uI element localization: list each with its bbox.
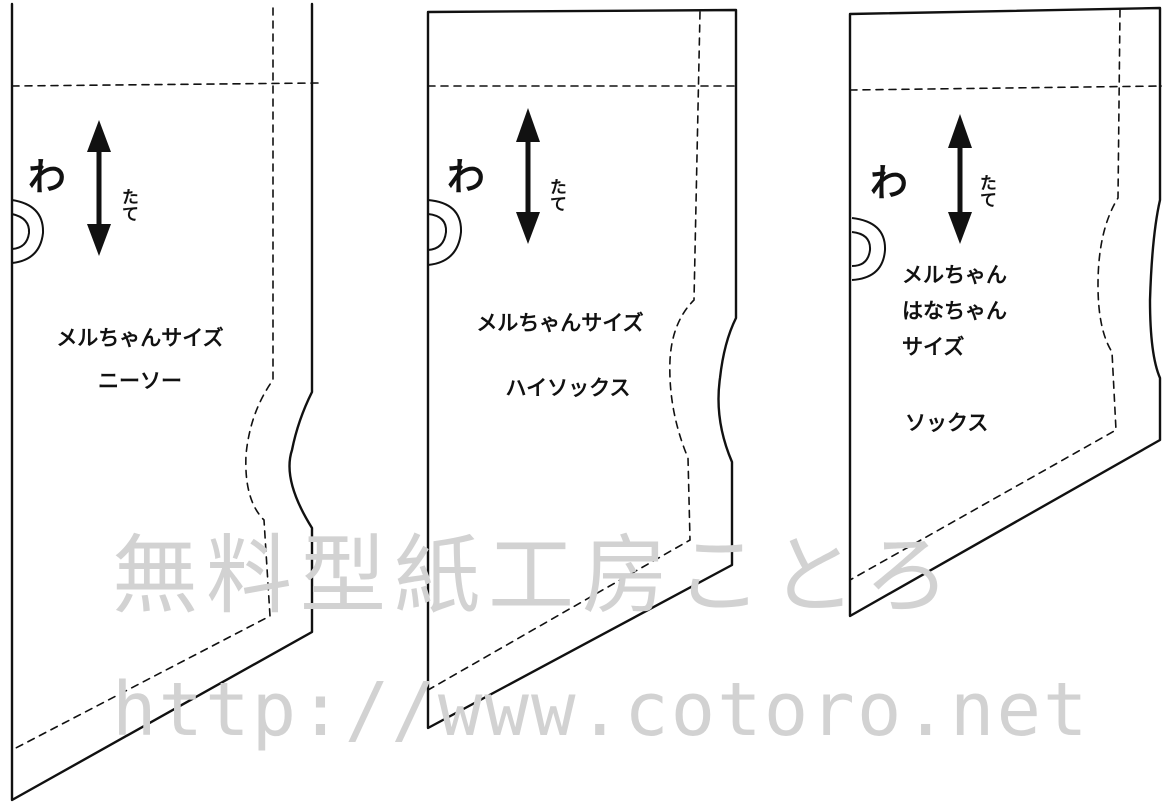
pattern-piece-2: わ たて メルちゃんサイズ ハイソックス <box>426 8 739 730</box>
pattern-piece-3: わ たて メルちゃん はなちゃん サイズ ソックス <box>848 6 1162 618</box>
pattern-3-outline <box>848 6 1162 618</box>
fold-circle-icon <box>851 217 887 281</box>
pattern-1-outline <box>10 2 314 802</box>
pattern-2-seam-allowance <box>427 11 701 691</box>
size-label-group: メルちゃんサイズ ニーソー <box>56 326 223 393</box>
double-arrow-vertical-icon <box>948 114 972 244</box>
pattern-2-outline <box>426 8 738 730</box>
fold-circle-icon <box>427 199 463 266</box>
size-label-line: メルちゃん <box>902 263 1007 287</box>
pattern-3-hem-line <box>849 85 1162 91</box>
size-label-line: メルちゃんサイズ <box>476 311 643 335</box>
size-label-line: サイズ <box>902 335 964 359</box>
fold-label: わ <box>870 161 908 205</box>
grain-label: たて <box>546 178 566 212</box>
size-label-line: はなちゃん <box>902 299 1007 323</box>
fold-label: わ <box>28 155 66 199</box>
watermark-name: 無料型紙工房ことろ <box>112 526 958 626</box>
pattern-piece-1: わ たて メルちゃんサイズ ニーソー <box>10 2 319 802</box>
pattern-1-seam-allowance <box>11 7 274 751</box>
fold-circle-icon <box>11 199 45 264</box>
pattern-1-hem-line <box>11 82 319 87</box>
watermark-url: http://www.cotoro.net <box>112 667 1090 753</box>
grain-label: たて <box>118 188 138 222</box>
double-arrow-vertical-icon <box>87 120 111 256</box>
size-label-line: ソックス <box>905 411 988 435</box>
double-arrow-vertical-icon <box>516 108 540 244</box>
fold-label: わ <box>447 155 485 199</box>
size-label-group: メルちゃんサイズ ハイソックス <box>476 311 643 400</box>
size-label-group: メルちゃん はなちゃん サイズ ソックス <box>902 263 1007 435</box>
size-label-line: メルちゃんサイズ <box>56 326 223 350</box>
size-label-line: ニーソー <box>98 369 182 393</box>
grain-label: たて <box>976 174 996 208</box>
size-label-line: ハイソックス <box>506 376 631 400</box>
watermark: 無料型紙工房ことろ http://www.cotoro.net <box>112 526 1090 753</box>
pattern-3-seam-allowance <box>849 9 1121 581</box>
